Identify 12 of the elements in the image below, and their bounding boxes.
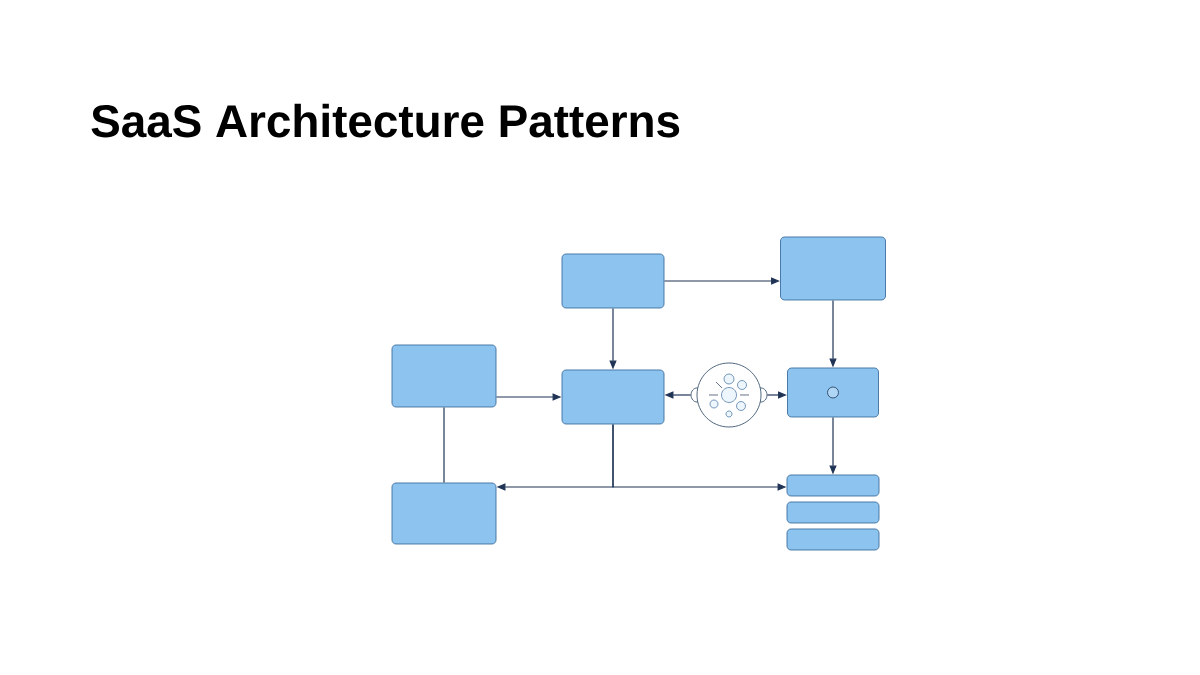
title: SaaS Architecture Patterns	[91, 103, 680, 138]
storage-bar	[786, 501, 880, 524]
storage-bar	[786, 528, 880, 551]
process-box	[561, 253, 665, 309]
process-box	[561, 369, 665, 425]
connector-line	[443, 406, 445, 484]
process-box	[787, 367, 879, 418]
storage-bar	[786, 474, 880, 497]
process-box	[391, 344, 497, 408]
cloud-node	[690, 362, 768, 428]
process-box	[780, 236, 886, 301]
process-box	[391, 482, 497, 545]
